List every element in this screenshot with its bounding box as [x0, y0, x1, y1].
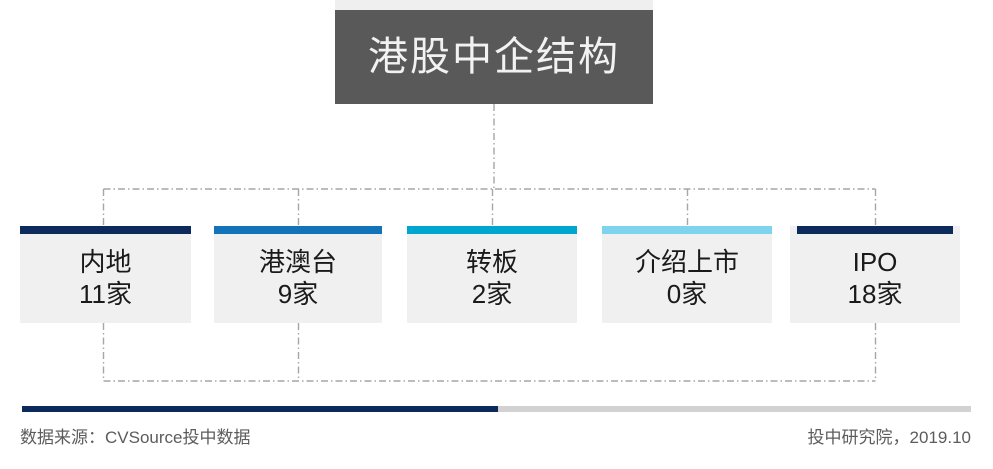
title-box: 港股中企结构	[335, 10, 653, 104]
node-accent-bar	[797, 226, 953, 234]
node-content: IPO 18家	[848, 239, 903, 309]
node-value: 2家	[471, 278, 513, 309]
node-hk-macau-taiwan[interactable]: 港澳台 9家	[214, 226, 382, 323]
node-label: 内地	[79, 247, 132, 278]
node-value: 0家	[666, 278, 708, 309]
node-accent-bar	[214, 226, 382, 234]
node-accent-bar	[20, 226, 191, 234]
node-accent-bar	[602, 226, 772, 234]
title-accent-strip	[335, 0, 653, 10]
node-label: IPO	[852, 247, 898, 278]
node-value: 11家	[79, 278, 132, 309]
node-label: 转板	[465, 247, 518, 278]
node-value: 9家	[277, 278, 319, 309]
data-source-label: 数据来源：CVSource投中数据	[20, 428, 251, 447]
node-board-transfer[interactable]: 转板 2家	[407, 226, 577, 323]
node-value: 18家	[847, 278, 903, 309]
footer-rule-accent	[22, 406, 498, 412]
page-title: 港股中企结构	[368, 35, 620, 79]
node-content: 港澳台 9家	[259, 239, 337, 309]
node-accent-bar	[407, 226, 577, 234]
node-ipo[interactable]: IPO 18家	[790, 226, 960, 323]
publisher-label: 投中研究院，2019.10	[807, 428, 971, 447]
node-content: 内地 11家	[79, 239, 132, 309]
node-content: 转板 2家	[466, 239, 518, 309]
node-label: 介绍上市	[634, 247, 739, 278]
node-content: 介绍上市 0家	[635, 239, 739, 309]
node-mainland[interactable]: 内地 11家	[20, 226, 191, 323]
node-label: 港澳台	[258, 247, 337, 278]
node-introduction-listing[interactable]: 介绍上市 0家	[602, 226, 772, 323]
